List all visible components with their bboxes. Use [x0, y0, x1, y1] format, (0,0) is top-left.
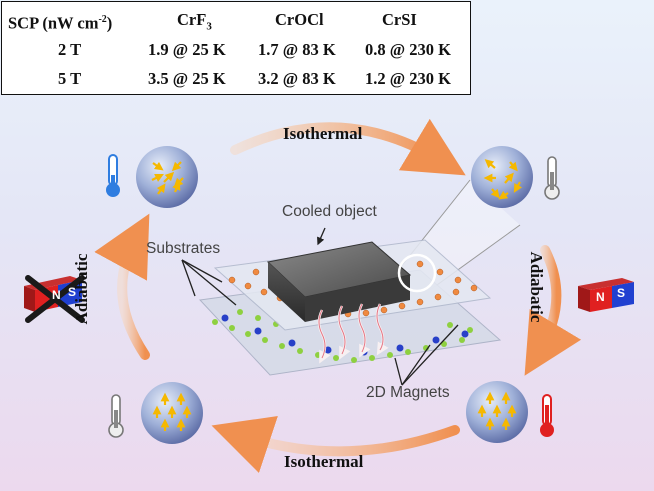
cycle-arrow-right: [524, 245, 582, 376]
magnet-applied-icon: [578, 278, 634, 312]
table-row-5t-crsi: 1.2 @ 230 K: [365, 69, 451, 88]
isothermal-top-label: Isothermal: [283, 124, 363, 143]
table-header-crsi: CrSI: [382, 10, 417, 29]
table-row-5t-crf3: 3.5 @ 25 K: [148, 69, 226, 88]
thermometer-hot-icon: [540, 394, 554, 437]
thermometer-neutral-top-icon: [544, 156, 560, 200]
magnet-applied-s-label: S: [617, 286, 626, 300]
table-header-scp: SCP (nW cm-2): [8, 13, 113, 33]
magnet-applied-n-label: N: [596, 290, 605, 304]
adiabatic-right-label: Adiabatic: [527, 251, 546, 323]
cycle-arrow-bottom: [211, 416, 460, 473]
table-row-2t-crsi: 0.8 @ 230 K: [365, 40, 451, 59]
magnet-removed-icon: [24, 275, 85, 323]
cooled-object-box: [266, 241, 412, 322]
table-row-5t-field: 5 T: [58, 69, 82, 88]
lower-magnet-lattice: [212, 309, 473, 363]
pointer-lines: [181, 227, 459, 386]
table-row-2t-crocl: 1.7 @ 83 K: [258, 40, 336, 59]
cycle-arrow-left: [94, 213, 150, 360]
zoom-circle: [397, 253, 437, 293]
isothermal-bottom-label: Isothermal: [284, 452, 364, 471]
table-header-crf3: CrF3: [177, 10, 212, 33]
cooled-object-label: Cooled object: [282, 203, 377, 220]
sphere-top-right: [471, 146, 533, 208]
thermometer-cold-icon: [106, 154, 120, 197]
table-row-2t-crf3: 1.9 @ 25 K: [148, 40, 226, 59]
substrates-label: Substrates: [146, 240, 221, 257]
table-header-crocl: CrOCl: [275, 10, 324, 29]
magnet-removed-s-label: S: [68, 285, 77, 299]
cycle-arrow-top: [230, 118, 466, 176]
table-row-5t-crocl: 3.2 @ 83 K: [258, 69, 336, 88]
magnets-label: 2D Magnets: [366, 384, 450, 401]
magnet-removed-n-label: N: [52, 288, 61, 302]
table-row-2t-field: 2 T: [58, 40, 82, 59]
device-stack: [198, 239, 502, 376]
adiabatic-left-label: Adiabatic: [72, 253, 91, 325]
scp-table: SCP (nW cm-2) CrF3 CrOCl CrSI 2 T 1.9 @ …: [1, 1, 471, 95]
sphere-bottom-right: [466, 381, 528, 443]
sphere-top-left: [136, 146, 198, 208]
thermometer-neutral-bottom-icon: [108, 394, 124, 438]
sphere-bottom-left: [141, 382, 203, 444]
